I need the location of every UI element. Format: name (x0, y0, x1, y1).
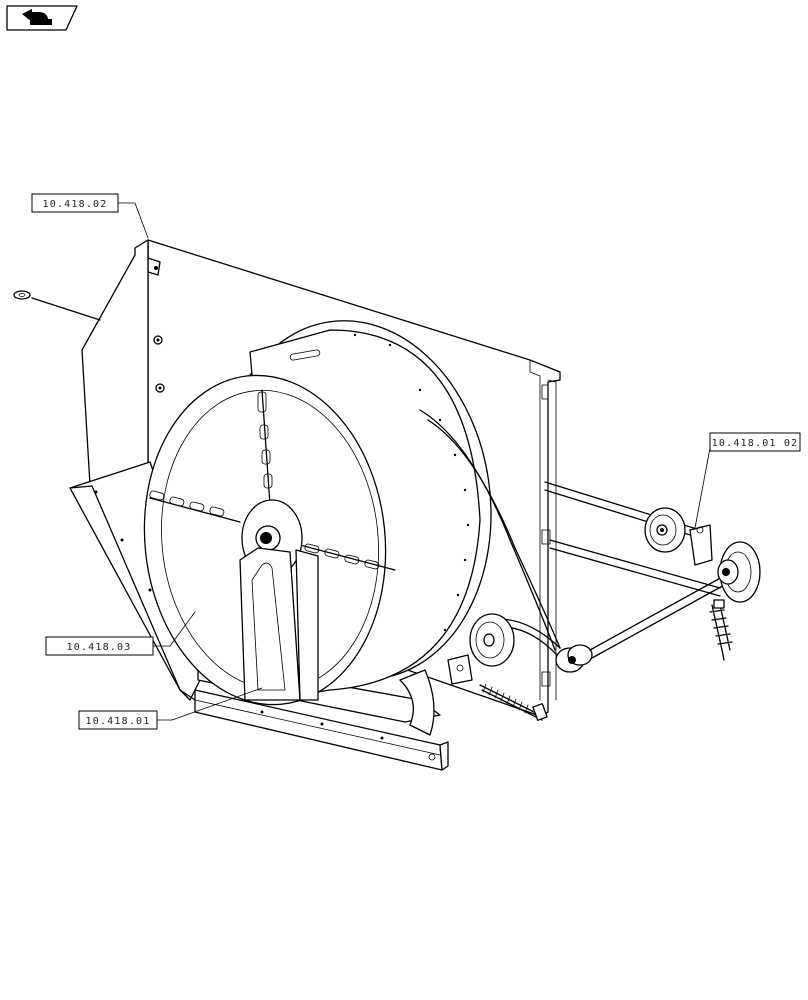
svg-text:10.418.02: 10.418.02 (43, 199, 108, 210)
panel-bolts (153, 335, 165, 393)
callout-10-418-01-02[interactable]: 10.418.01 02 (709, 432, 801, 452)
lower-pulley (469, 613, 515, 667)
idler-assembly (447, 654, 548, 721)
callout-10-418-01[interactable]: 10.418.01 (78, 710, 158, 730)
callout-10-418-03[interactable]: 10.418.03 (45, 636, 154, 656)
svg-text:10.418.03: 10.418.03 (67, 642, 132, 653)
drum-slots (149, 349, 380, 570)
drive-shaft (544, 481, 738, 659)
right-upper-pulley (644, 507, 686, 553)
linkage-rod (13, 290, 101, 321)
svg-text:10.418.01: 10.418.01 (86, 716, 151, 727)
right-spring (709, 599, 733, 661)
svg-text:10.418.01 02: 10.418.01 02 (712, 438, 799, 449)
tensioner-pulley (555, 644, 593, 673)
right-lower-pulley (689, 524, 761, 603)
previous-page-button[interactable] (6, 5, 78, 31)
callout-10-418-02[interactable]: 10.418.02 (31, 193, 119, 213)
previous-page-icon (22, 9, 52, 25)
support-arm (239, 547, 319, 701)
